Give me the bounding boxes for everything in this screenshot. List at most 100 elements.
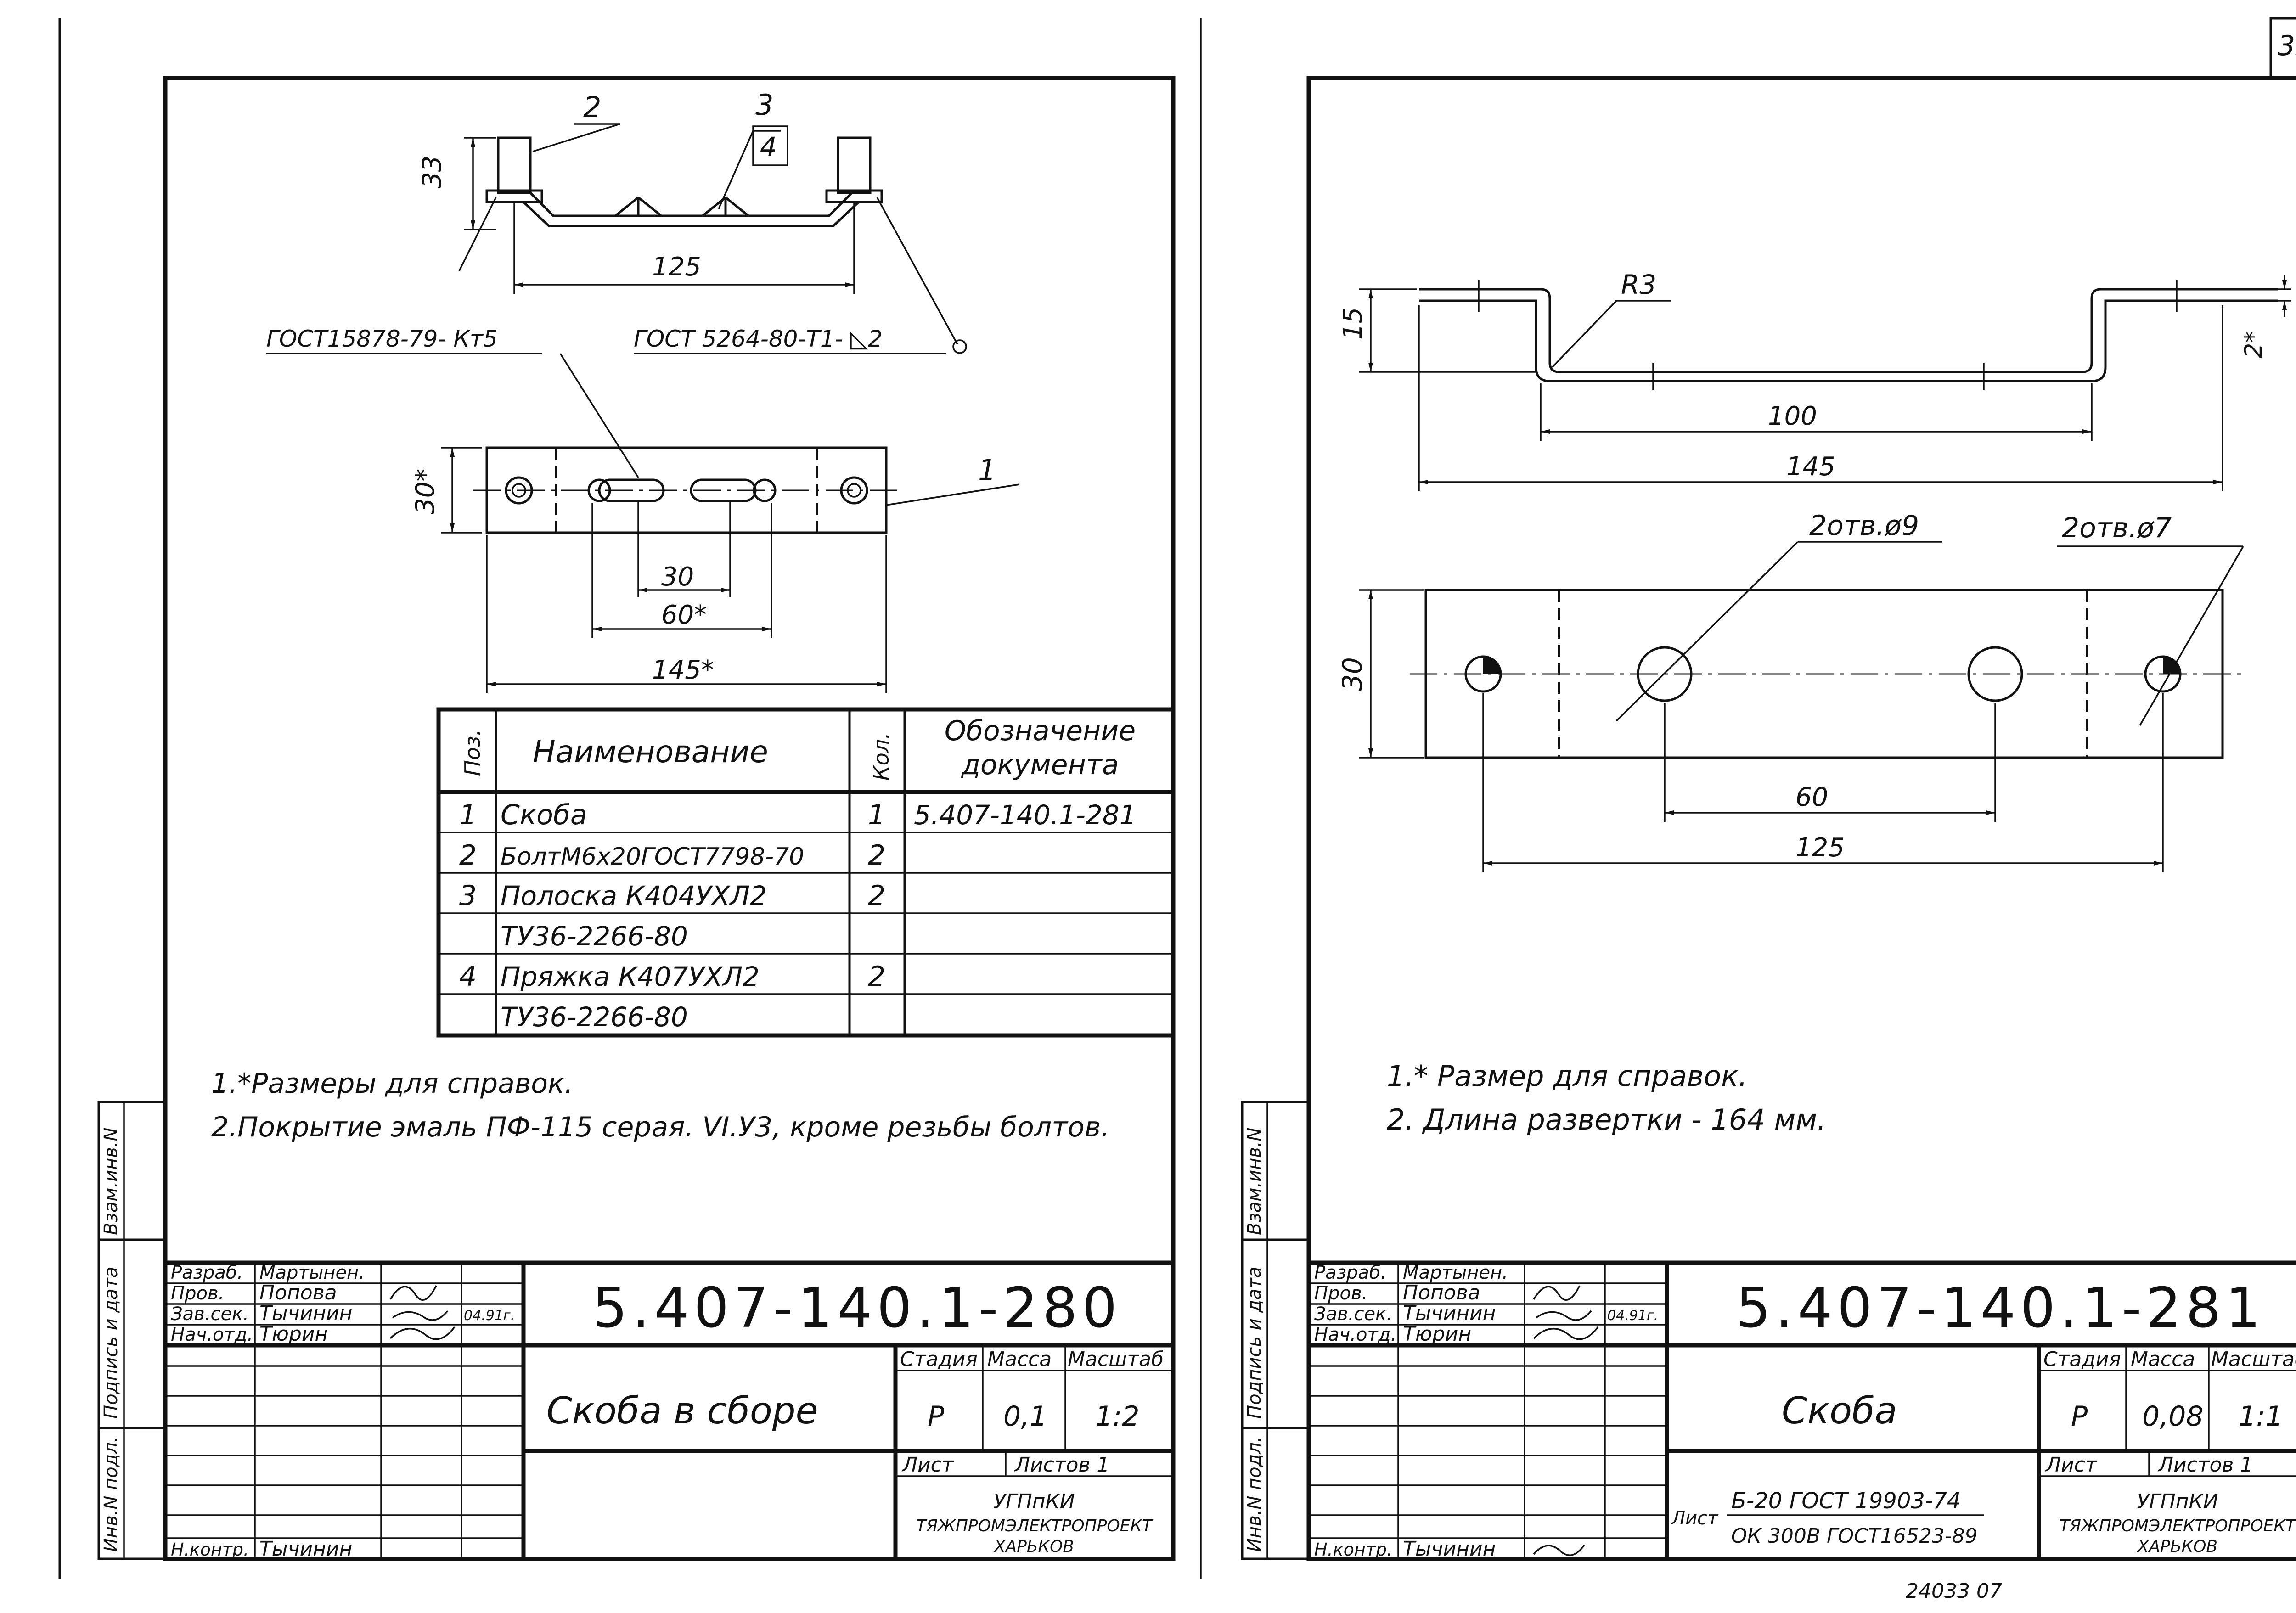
footer-note: 24033 07 [1906, 1579, 2002, 1603]
callout-1: 1 [978, 453, 996, 487]
role-label: Зав.сек. [171, 1304, 249, 1325]
spec-row-name: ТУ36-2266-80 [501, 921, 688, 952]
gost-weld-right: ГОСТ 5264-80-Т1- ◺2 [634, 326, 883, 352]
role-person: Тюрин [259, 1322, 328, 1346]
role-date: 04.91г. [464, 1308, 515, 1324]
spec-row-qty: 2 [868, 880, 885, 912]
dim-145-label: 145 [1786, 452, 1835, 482]
value-scale: 1:2 [1095, 1400, 1140, 1433]
right-note-2: 2. Длина развертки - 164 мм. [1387, 1103, 1826, 1136]
hole-left-inner [512, 483, 526, 498]
right-note-1: 1.* Размер для справок. [1387, 1059, 1747, 1093]
right-title-block: Разраб. Мартынен. Пров. Попова Зав.сек. … [1306, 1260, 2296, 1561]
left-side-stamp: Инв.N подл. Подпись и дата Взам.инв.N [97, 1101, 167, 1560]
stamp-replace-label: Взам.инв.N [101, 1128, 122, 1235]
stamp-sign-label: Подпись и дата [1244, 1267, 1265, 1419]
hole-right-inner [847, 483, 861, 498]
spec-row-pos: 4 [459, 961, 477, 993]
role-label: Разраб. [171, 1262, 243, 1283]
role-person: Тычинин [1403, 1302, 1496, 1325]
value-mass: 0,1 [1003, 1400, 1047, 1433]
leader [1551, 300, 1617, 368]
hole-big-left [1637, 646, 1693, 702]
role-date: 04.91г. [1607, 1308, 1658, 1324]
slot-end [753, 478, 777, 502]
material-line-2: ОК 300В ГОСТ16523-89 [1731, 1524, 1978, 1548]
spec-header-doc: Обозначение документа [944, 715, 1136, 781]
value-scale: 1:1 [2239, 1400, 2283, 1433]
hole-left [505, 476, 533, 505]
bracket-profile [501, 189, 882, 217]
role-label: Пров. [1314, 1283, 1367, 1304]
dim-30-star-label: 30* [411, 469, 440, 514]
leader [532, 123, 620, 152]
dim-30-label: 30 [661, 562, 694, 592]
stamp-inv-label: Инв.N подл. [1244, 1436, 1265, 1552]
dim-2-star-label: 2* [2240, 331, 2268, 358]
spec-header-pos: Поз. [460, 729, 485, 776]
material-prefix: Лист [1671, 1508, 1719, 1529]
org-line-1: УГПпКИ [2137, 1490, 2218, 1513]
hole-big-right [1967, 646, 2023, 702]
role-person: Тычинин [1403, 1537, 1496, 1561]
spec-header-name: Наименование [533, 734, 768, 770]
strap-slot-left [598, 478, 665, 502]
holes-big-label: 2отв.ø9 [1809, 510, 1919, 542]
dim-125-label: 125 [652, 252, 701, 282]
role-person: Попова [259, 1281, 337, 1304]
dim-15-label: 15 [1338, 307, 1368, 340]
spec-row-pos: 3 [459, 880, 477, 912]
callout-3: 3 [755, 88, 773, 122]
org-line-2: ТЯЖПРОМЭЛЕКТРОПРОЕКТ [2060, 1517, 2296, 1535]
label-mass: Масса [987, 1348, 1052, 1371]
weld-leader-right [876, 197, 958, 345]
role-label: Н.контр. [171, 1540, 249, 1560]
buckle-right [702, 197, 749, 217]
radius-label: R3 [1621, 269, 1656, 300]
dim-30-label: 30 [1337, 657, 1368, 691]
left-sheet: 33 125 2 3 4 ГОСТ15878-79- Кт5 ГОСТ 5264… [97, 76, 1176, 1561]
hole-right [840, 476, 868, 505]
sheet-number-box [2269, 17, 2296, 79]
role-person: Мартынен. [259, 1262, 365, 1283]
org-line-2: ТЯЖПРОМЭЛЕКТРОПРОЕКТ [916, 1517, 1154, 1535]
label-scale: Масштаб [1068, 1348, 1164, 1371]
designation: 5.407-140.1-281 [1736, 1276, 2265, 1340]
right-plan-view: 2отв.ø9 2отв.ø7 30 60 125 [1337, 510, 2244, 872]
spec-row-name: Полоска К404УХЛ2 [501, 880, 767, 911]
dim-60-star-label: 60* [661, 600, 707, 630]
holes-small-label: 2отв.ø7 [2062, 512, 2172, 544]
label-sheets: Листов 1 [1014, 1453, 1109, 1477]
weld-symbol [952, 339, 967, 354]
value-stage: Р [928, 1400, 945, 1433]
designation: 5.407-140.1-280 [592, 1276, 1122, 1340]
right-sheet: 32 15 R3 2* [1241, 17, 2296, 1603]
hole-fill [1483, 657, 1501, 674]
signatures [389, 1285, 456, 1340]
callout-2: 2 [583, 90, 601, 124]
buckle-left [614, 197, 662, 217]
spec-row-name: Пряжка К407УХЛ2 [501, 961, 760, 992]
label-scale: Масштаб [2211, 1348, 2296, 1371]
spec-row-qty: 1 [868, 799, 885, 831]
leader [2139, 546, 2244, 726]
leader [559, 353, 639, 478]
label-sheets: Листов 1 [2157, 1453, 2253, 1477]
spec-row-name: БолтМ6х20ГОСТ7798-70 [501, 843, 804, 871]
drawing-name: Скоба в сборе [546, 1389, 818, 1432]
label-mass: Масса [2131, 1348, 2195, 1371]
role-person: Попова [1403, 1281, 1480, 1304]
role-person: Мартынен. [1403, 1262, 1508, 1283]
callout-4: 4 [760, 131, 777, 163]
title-block-frame [163, 1260, 1176, 1561]
role-label: Нач.отд. [1314, 1324, 1396, 1345]
sheet-number: 32 [2278, 30, 2296, 62]
title-block-frame [1306, 1260, 2296, 1561]
role-label: Пров. [171, 1283, 224, 1304]
dim-60-label: 60 [1795, 782, 1828, 812]
role-person: Тычинин [259, 1302, 352, 1325]
bolt-right [837, 136, 872, 194]
left-title-block: Разраб. Мартынен. Пров. Попова Зав.сек. … [163, 1260, 1176, 1561]
slot-end [587, 478, 611, 502]
